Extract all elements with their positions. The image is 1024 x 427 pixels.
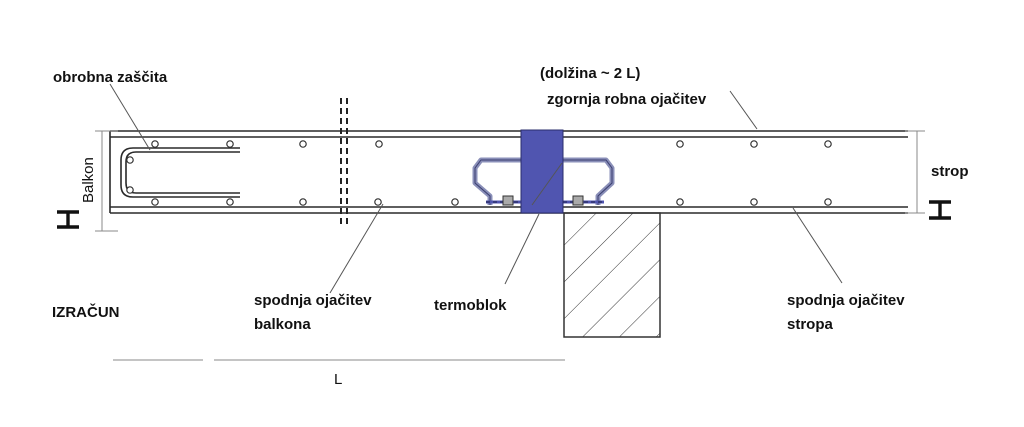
height-dimension-right bbox=[905, 130, 925, 214]
height-symbol-left bbox=[57, 210, 79, 229]
thermoblock-stirrups-outline bbox=[474, 159, 613, 205]
label-calculation: IZRAČUN bbox=[52, 303, 120, 321]
height-dimension-left bbox=[95, 130, 118, 232]
label-span: L bbox=[334, 371, 342, 388]
rebar-dots bbox=[126, 140, 832, 206]
label-bottom-ceiling-2: stropa bbox=[787, 316, 834, 333]
label-ceiling: strop bbox=[931, 163, 969, 180]
edge-protection-bar bbox=[120, 147, 240, 198]
label-edge-protection: obrobna zaščita bbox=[53, 69, 168, 86]
label-bottom-ceiling-1: spodnja ojačitev bbox=[787, 292, 905, 309]
label-bottom-balcony-2: balkona bbox=[254, 316, 311, 333]
height-symbol-right bbox=[929, 200, 951, 220]
label-length: (dolžina ~ 2 L) bbox=[540, 65, 640, 82]
slab-outline bbox=[109, 130, 908, 214]
label-thermoblock: termoblok bbox=[434, 297, 507, 314]
label-top-edge-reinforcement: zgornja robna ojačitev bbox=[547, 91, 707, 108]
section-break-marks bbox=[340, 98, 348, 225]
thermoblock bbox=[520, 129, 564, 214]
label-balcony: Balkon bbox=[80, 157, 97, 203]
supporting-wall bbox=[563, 212, 661, 338]
leader-lines bbox=[109, 83, 843, 294]
label-bottom-balcony-1: spodnja ojačitev bbox=[254, 292, 372, 309]
